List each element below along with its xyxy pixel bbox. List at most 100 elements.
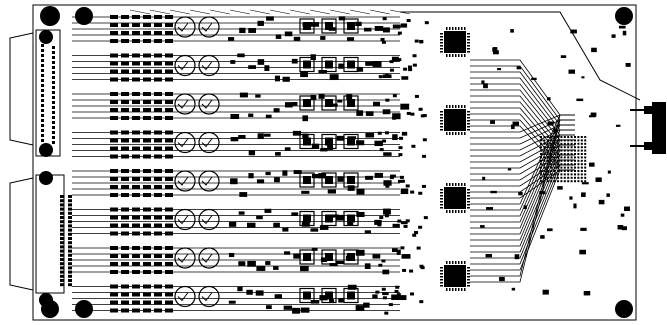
connector-pin — [60, 228, 64, 232]
smd-component — [355, 305, 365, 311]
qfp-pin — [440, 36, 443, 38]
connector-pin — [60, 253, 64, 257]
smd-resistor — [110, 108, 118, 112]
bga-ball — [580, 173, 583, 176]
smd-resistor — [110, 254, 118, 258]
crystal-mark — [201, 176, 213, 186]
qfp-pin — [446, 261, 448, 264]
bga-ball — [570, 146, 573, 149]
smd-component — [356, 211, 365, 218]
op-amp-package — [343, 210, 359, 227]
bga-ball — [540, 136, 542, 138]
smd-resistor — [110, 300, 118, 305]
top-trace — [169, 9, 191, 15]
bga-ball — [574, 170, 576, 172]
smd-component — [482, 176, 486, 181]
bga-ball — [540, 166, 542, 169]
bga-ball — [574, 153, 576, 155]
smd-capacitor — [401, 190, 406, 194]
smd-resistor — [165, 185, 173, 189]
op-amp-die — [303, 137, 311, 146]
smd-component — [248, 150, 256, 156]
qfp-pin — [452, 27, 454, 30]
bga-ball — [550, 176, 553, 179]
smd-component — [523, 205, 527, 209]
bga-ball — [584, 163, 587, 166]
bga-ball — [570, 149, 573, 152]
qfp-pin — [458, 27, 460, 30]
smd-component — [255, 94, 261, 98]
smd-component — [363, 302, 370, 308]
smd-component — [591, 47, 597, 53]
connector-j1 — [9, 29, 61, 157]
connector-pin — [60, 283, 64, 287]
qfp-chip — [440, 105, 470, 135]
smd-component — [589, 162, 595, 167]
bga-ball — [577, 153, 580, 155]
smd-resistor — [110, 262, 118, 266]
smd-component — [374, 172, 383, 178]
smd-component — [546, 97, 551, 101]
connector-pin — [68, 283, 72, 287]
smd-capacitor — [405, 184, 410, 188]
smd-component — [400, 23, 408, 28]
bga-ball — [553, 146, 556, 149]
smd-component — [347, 220, 354, 226]
smd-component — [265, 261, 271, 265]
smd-component — [311, 143, 320, 149]
connector-pin — [60, 237, 64, 240]
smd-component — [542, 289, 549, 295]
qfp-pin — [467, 48, 470, 50]
bga-ball — [567, 170, 570, 172]
op-amp-die — [325, 291, 333, 300]
smd-capacitor — [423, 216, 428, 220]
smd-capacitor — [389, 176, 394, 180]
bga-ball — [540, 142, 542, 145]
bga-chip — [540, 136, 587, 183]
connector-pin — [52, 136, 55, 139]
smd-resistor — [110, 69, 118, 74]
smd-component — [568, 69, 576, 74]
crystal-mark — [177, 61, 189, 71]
bga-ball — [546, 156, 549, 159]
connector-pin — [60, 203, 64, 207]
top-trace — [289, 9, 311, 15]
smd-component — [311, 173, 320, 179]
qfp-pin — [452, 261, 454, 264]
smd-capacitor — [422, 138, 427, 142]
bga-ball — [574, 136, 576, 138]
bga-ball — [557, 170, 559, 172]
smd-component — [372, 60, 382, 67]
connector-pin — [60, 232, 64, 236]
smd-capacitor — [397, 58, 402, 62]
connector-pin — [68, 258, 72, 261]
smd-component — [337, 176, 344, 182]
connector-pin — [41, 139, 44, 142]
qfp-pin — [440, 282, 443, 284]
smd-resistor — [165, 23, 173, 27]
smd-capacitor — [397, 31, 402, 35]
smd-resistor — [165, 138, 173, 143]
smd-resistor — [121, 23, 129, 27]
bga-ball — [543, 180, 546, 183]
smd-component — [257, 59, 265, 65]
smd-capacitor — [397, 219, 402, 223]
qfp-body — [444, 187, 466, 209]
smd-resistor — [154, 215, 162, 220]
qfp-pin — [467, 285, 470, 287]
connector-pin — [60, 258, 64, 261]
qfp-pin — [455, 105, 457, 108]
smd-capacitor — [418, 107, 423, 111]
op-amp-package — [343, 172, 359, 188]
qfp-pin — [455, 54, 457, 57]
smd-component — [492, 47, 498, 52]
connector-pin — [41, 44, 44, 47]
qfp-pin — [455, 132, 457, 135]
qfp-pin — [461, 288, 463, 291]
bga-ball — [553, 173, 556, 176]
qfp-pin — [449, 54, 451, 57]
bga-ball — [574, 139, 576, 142]
bga-ball — [567, 159, 570, 162]
smd-resistor — [165, 254, 173, 258]
bga-ball — [540, 146, 542, 149]
